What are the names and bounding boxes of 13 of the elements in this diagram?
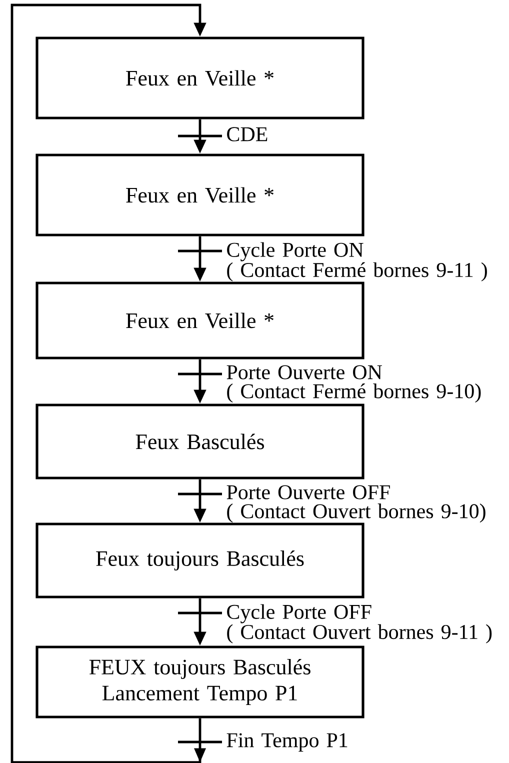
edge-label: Cycle Porte ON ( Contact Fermé bornes 9-11 )	[227, 242, 487, 282]
edge-label: Cycle Porte OFF ( Contact Ouvert bornes 9-11 )	[227, 604, 492, 644]
step-box: Feux en Veille *	[36, 282, 364, 360]
step-box: Feux en Veille *	[36, 36, 364, 120]
transition-arrow	[10, 4, 222, 763]
step-box: Feux toujours Basculés	[36, 522, 364, 598]
edge-label: Porte Ouverte ON ( Contact Fermé bornes 9-10)	[226, 365, 481, 403]
edge-label: CDE	[227, 127, 268, 142]
step-box: FEUX toujours Basculés Lancement Tempo P1	[36, 646, 364, 718]
step-box: Feux Basculés	[36, 404, 364, 480]
step-box: Feux en Veille *	[36, 154, 364, 236]
edge-label: Porte Ouverte OFF ( Contact Ouvert bornes 9-10)	[226, 485, 486, 523]
edge-label: Fin Tempo P1	[226, 733, 348, 752]
